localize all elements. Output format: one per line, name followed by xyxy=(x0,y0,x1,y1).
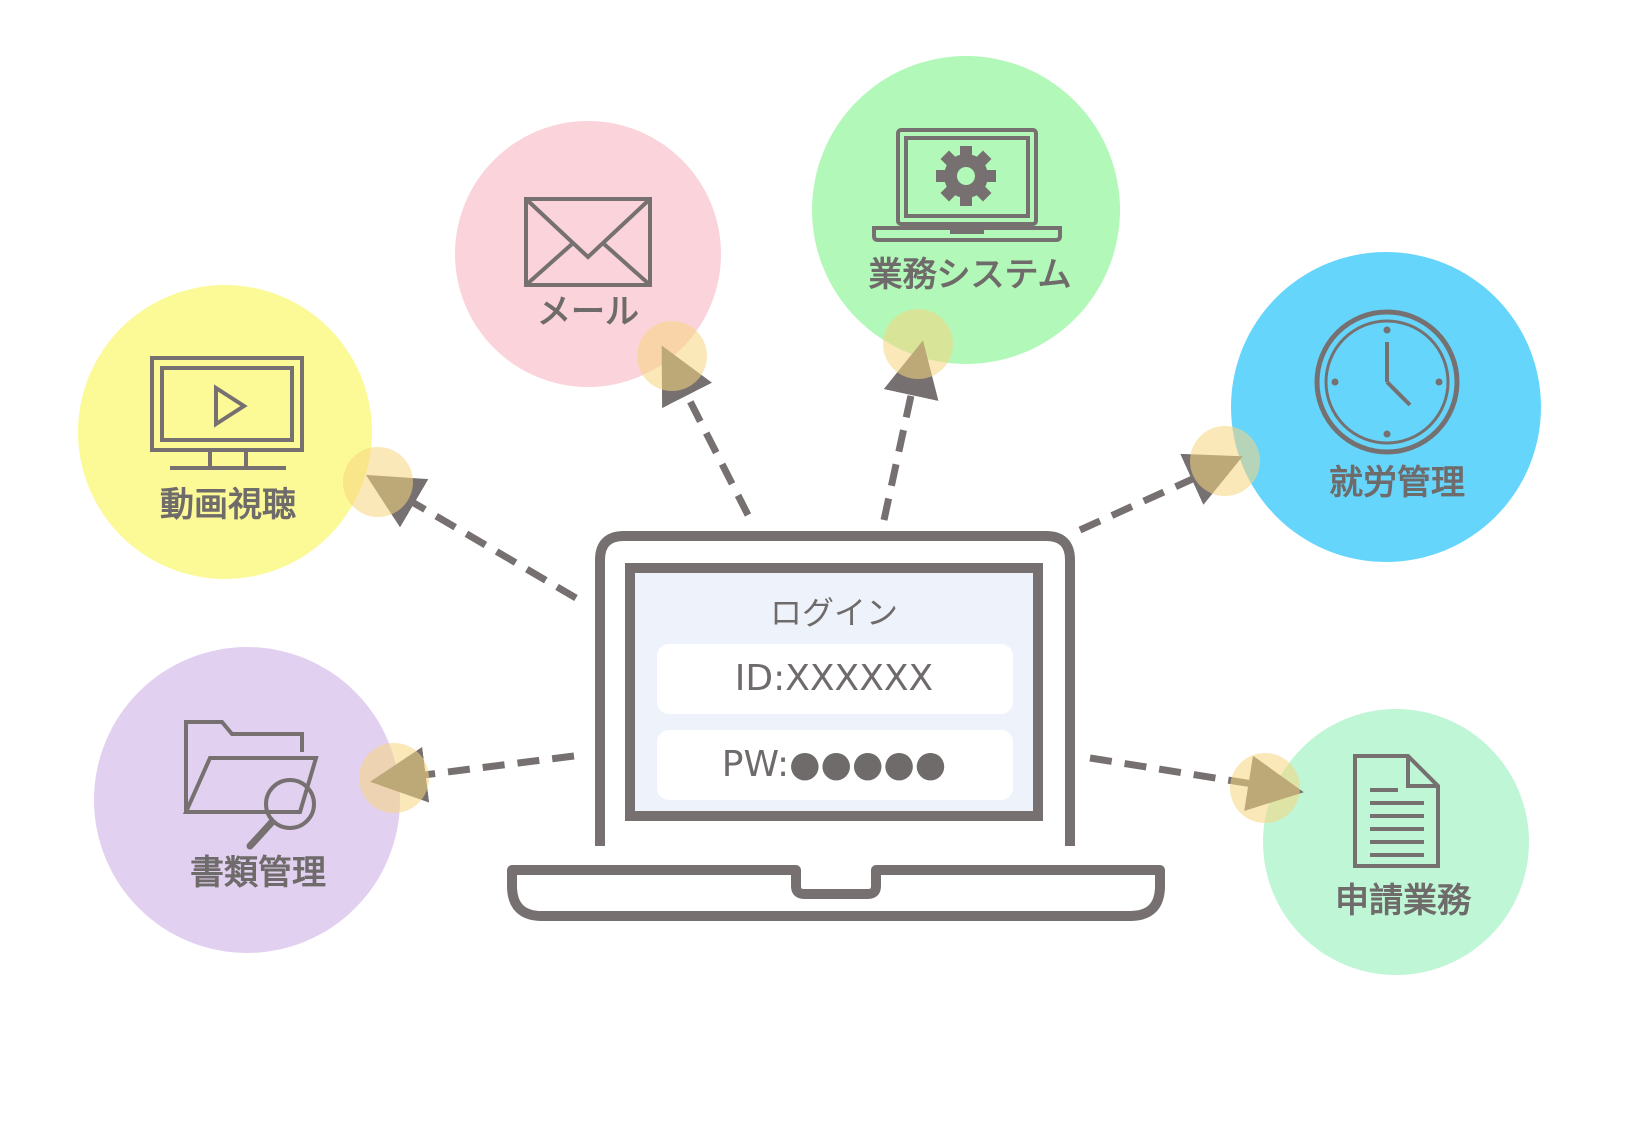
laptop-gear-icon xyxy=(872,128,1062,242)
document-icon xyxy=(1353,754,1440,868)
mail-node-label: メール xyxy=(537,292,639,332)
attendance-node-label: 就労管理 xyxy=(1329,463,1465,503)
endpoint-dot-mail xyxy=(637,321,707,391)
id-field[interactable] xyxy=(657,644,1013,714)
documents-node-circle xyxy=(94,647,400,953)
arrow-to-video xyxy=(365,474,578,602)
endpoint-dot-attendance xyxy=(1190,426,1260,496)
folder-search-icon xyxy=(182,720,319,850)
endpoint-dot-business-system xyxy=(883,309,953,379)
endpoint-dot-documents xyxy=(359,743,429,813)
pw-field[interactable] xyxy=(657,730,1013,800)
login-title: ログイン xyxy=(770,594,898,632)
application-node-label: 申請業務 xyxy=(1335,881,1472,921)
pw-field-text: PW:●●●●● xyxy=(722,744,946,785)
laptop-illustration xyxy=(507,531,1165,921)
envelope-icon xyxy=(524,197,652,287)
documents-node-label: 書類管理 xyxy=(190,853,326,893)
monitor-play-icon xyxy=(150,356,304,470)
video-node-label: 動画視聴 xyxy=(160,485,296,525)
attendance-node-circle xyxy=(1231,252,1541,562)
arrow-to-attendance xyxy=(1078,453,1243,534)
clock-icon xyxy=(1314,309,1460,455)
video-node-circle xyxy=(78,285,372,579)
mail-node-circle xyxy=(455,121,721,387)
endpoint-dot-video xyxy=(343,447,413,517)
business-system-node-label: 業務システム xyxy=(869,255,1072,295)
arrow-to-business-system xyxy=(880,340,939,521)
gear-icon xyxy=(936,146,996,206)
business-system-node-circle xyxy=(812,56,1120,364)
endpoint-dot-application xyxy=(1230,753,1300,823)
id-field-text: ID:XXXXXX xyxy=(735,658,933,699)
